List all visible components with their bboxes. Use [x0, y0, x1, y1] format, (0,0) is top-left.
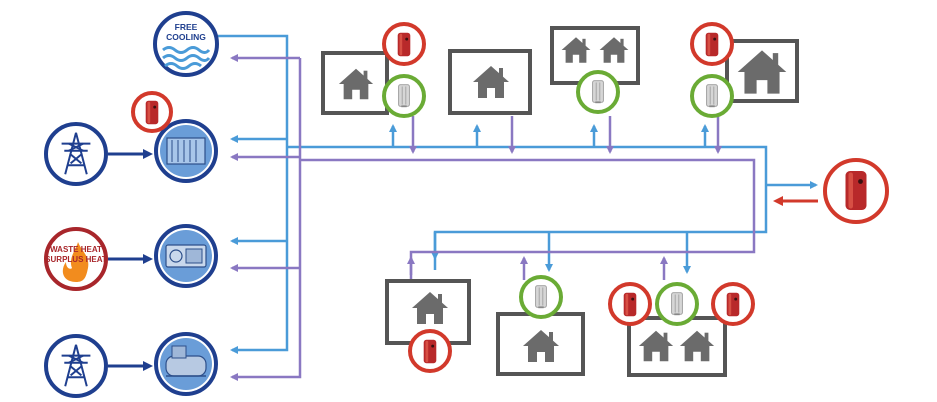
storage-tank-icon: [623, 292, 637, 317]
building-bottom-1: [385, 279, 471, 373]
radiator-icon: [535, 285, 547, 309]
radiator-icon: [706, 84, 718, 108]
export-storage-tank: [823, 158, 889, 224]
building-bottom-3: [608, 282, 755, 377]
storage-tank-icon: [845, 171, 867, 210]
building-top-4: [690, 22, 799, 118]
return-pipes: [230, 54, 756, 381]
chiller-icon: [165, 345, 207, 377]
storage-tank-icon: [726, 292, 740, 317]
radiator-icon: [592, 80, 604, 104]
flame-icon: [62, 242, 89, 282]
building-top-1: [321, 22, 426, 118]
water-waves-icon: [162, 46, 211, 70]
storage-tank-icon: [705, 32, 719, 57]
waste-heat-label-line1: WASTE HEAT: [50, 245, 102, 254]
waste-heat-label-line2: SURPLUS HEAT: [45, 255, 107, 264]
building-bottom-2: [496, 275, 585, 376]
storage-tank-icon: [397, 32, 411, 57]
free-cooling-label-line2: COOLING: [166, 32, 206, 42]
dry-cooler-icon: [166, 137, 206, 165]
waste-heat-source: WASTE HEAT SURPLUS HEAT: [44, 227, 108, 291]
radiator-icon: [398, 84, 410, 108]
grid-power-source-2: [44, 334, 108, 398]
dry-cooler-unit: [154, 119, 218, 183]
storage-tank-icon: [145, 100, 159, 125]
free-cooling-source: FREE COOLING: [153, 11, 219, 77]
free-cooling-label-line1: FREE: [175, 22, 198, 32]
building-top-2: [448, 49, 532, 115]
heat-pump-unit: [154, 224, 218, 288]
grid-power-source-1: [44, 122, 108, 186]
chiller-unit: [154, 332, 218, 396]
storage-tank-icon: [423, 339, 437, 364]
storage-tank-source: [131, 91, 173, 133]
heat-pump-icon: [165, 244, 207, 268]
radiator-icon: [671, 292, 683, 316]
building-top-3: [550, 26, 640, 114]
